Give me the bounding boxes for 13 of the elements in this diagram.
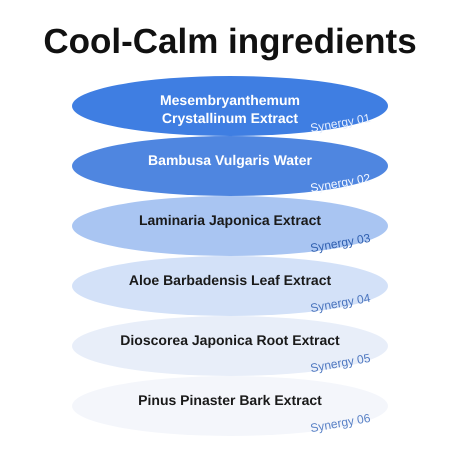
synergy-label: Synergy 06: [309, 410, 372, 436]
synergy-label: Synergy 03: [309, 230, 372, 256]
title: Cool-Calm ingredients: [43, 21, 417, 63]
synergy-label: Synergy 01: [309, 110, 372, 136]
synergy-label: Synergy 05: [309, 350, 372, 376]
ingredient-name: Aloe Barbadensis Leaf Extract: [128, 271, 332, 289]
ingredient-name: Mesembryanthemum Crystallinum Extract: [158, 91, 302, 127]
ingredient-name: Dioscorea Japonica Root Extract: [120, 331, 340, 349]
ingredient-name: Pinus Pinaster Bark Extract: [138, 391, 322, 409]
ingredient-name: Laminaria Japonica Extract: [138, 211, 322, 229]
synergy-label: Synergy 02: [309, 170, 372, 196]
synergy-label: Synergy 04: [309, 290, 372, 316]
ingredient-name: Bambusa Vulgaris Water: [148, 151, 312, 169]
